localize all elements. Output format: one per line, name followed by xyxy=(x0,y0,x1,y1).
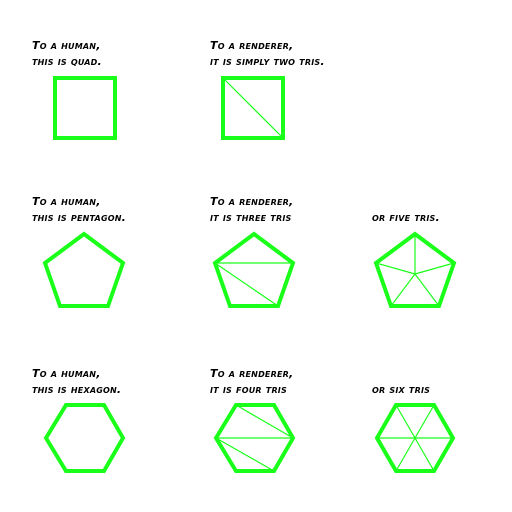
pentagon-outline xyxy=(212,231,296,308)
pentagon-outline xyxy=(373,231,457,308)
caption-line: To a renderer, xyxy=(210,39,294,52)
triangle-edge xyxy=(235,404,294,439)
triangle-edge xyxy=(414,273,440,307)
caption-line: it is simply two tris. xyxy=(210,55,325,68)
caption-line: or six tris xyxy=(372,383,431,396)
quad-outline xyxy=(221,76,285,140)
pentagon-human-caption: To a human, this is pentagon. xyxy=(32,194,126,226)
hexagon-four-tris-shape xyxy=(213,403,296,473)
caption-line: it is four tris xyxy=(210,383,287,396)
pentagon-three-tris-shape xyxy=(212,231,296,308)
hexagon-alt-caption: or six tris xyxy=(372,382,430,398)
caption-line: To a human, xyxy=(32,39,101,52)
caption-line: it is three tris xyxy=(210,211,292,224)
pentagon-outline xyxy=(42,231,126,308)
quad-two-tris-shape xyxy=(221,76,285,140)
triangle-edge xyxy=(214,262,279,307)
quad-human-caption: To a human, this is quad. xyxy=(32,38,102,70)
hexagon-human-caption: To a human, this is hexagon. xyxy=(32,366,121,398)
quad-outline xyxy=(53,76,117,140)
hexagon-six-tris-shape xyxy=(374,403,456,473)
caption-line: To a human, xyxy=(32,367,101,380)
caption-line: To a renderer, xyxy=(210,367,294,380)
caption-line: this is pentagon. xyxy=(32,211,126,224)
triangle-edge xyxy=(215,437,275,472)
pentagon-alt-caption: or five tris. xyxy=(372,210,440,226)
caption-line: To a renderer, xyxy=(210,195,294,208)
hexagon-human-shape xyxy=(43,403,126,473)
quad-renderer-caption: To a renderer, it is simply two tris. xyxy=(210,38,325,70)
hexagon-renderer-caption: To a renderer, it is four tris xyxy=(210,366,293,398)
pentagon-five-tris-shape xyxy=(373,231,457,308)
caption-line: this is hexagon. xyxy=(32,383,122,396)
triangle-edge xyxy=(414,262,455,275)
pentagon-renderer-caption: To a renderer, it is three tris xyxy=(210,194,293,226)
triangle-edge xyxy=(375,262,416,275)
quad-human-shape xyxy=(53,76,117,140)
caption-line: this is quad. xyxy=(32,55,102,68)
caption-line: or five tris. xyxy=(372,211,440,224)
pentagon-human-shape xyxy=(42,231,126,308)
triangle-edge xyxy=(222,77,284,139)
caption-line: To a human, xyxy=(32,195,101,208)
triangle-edge xyxy=(390,273,416,307)
hexagon-outline xyxy=(43,403,126,473)
